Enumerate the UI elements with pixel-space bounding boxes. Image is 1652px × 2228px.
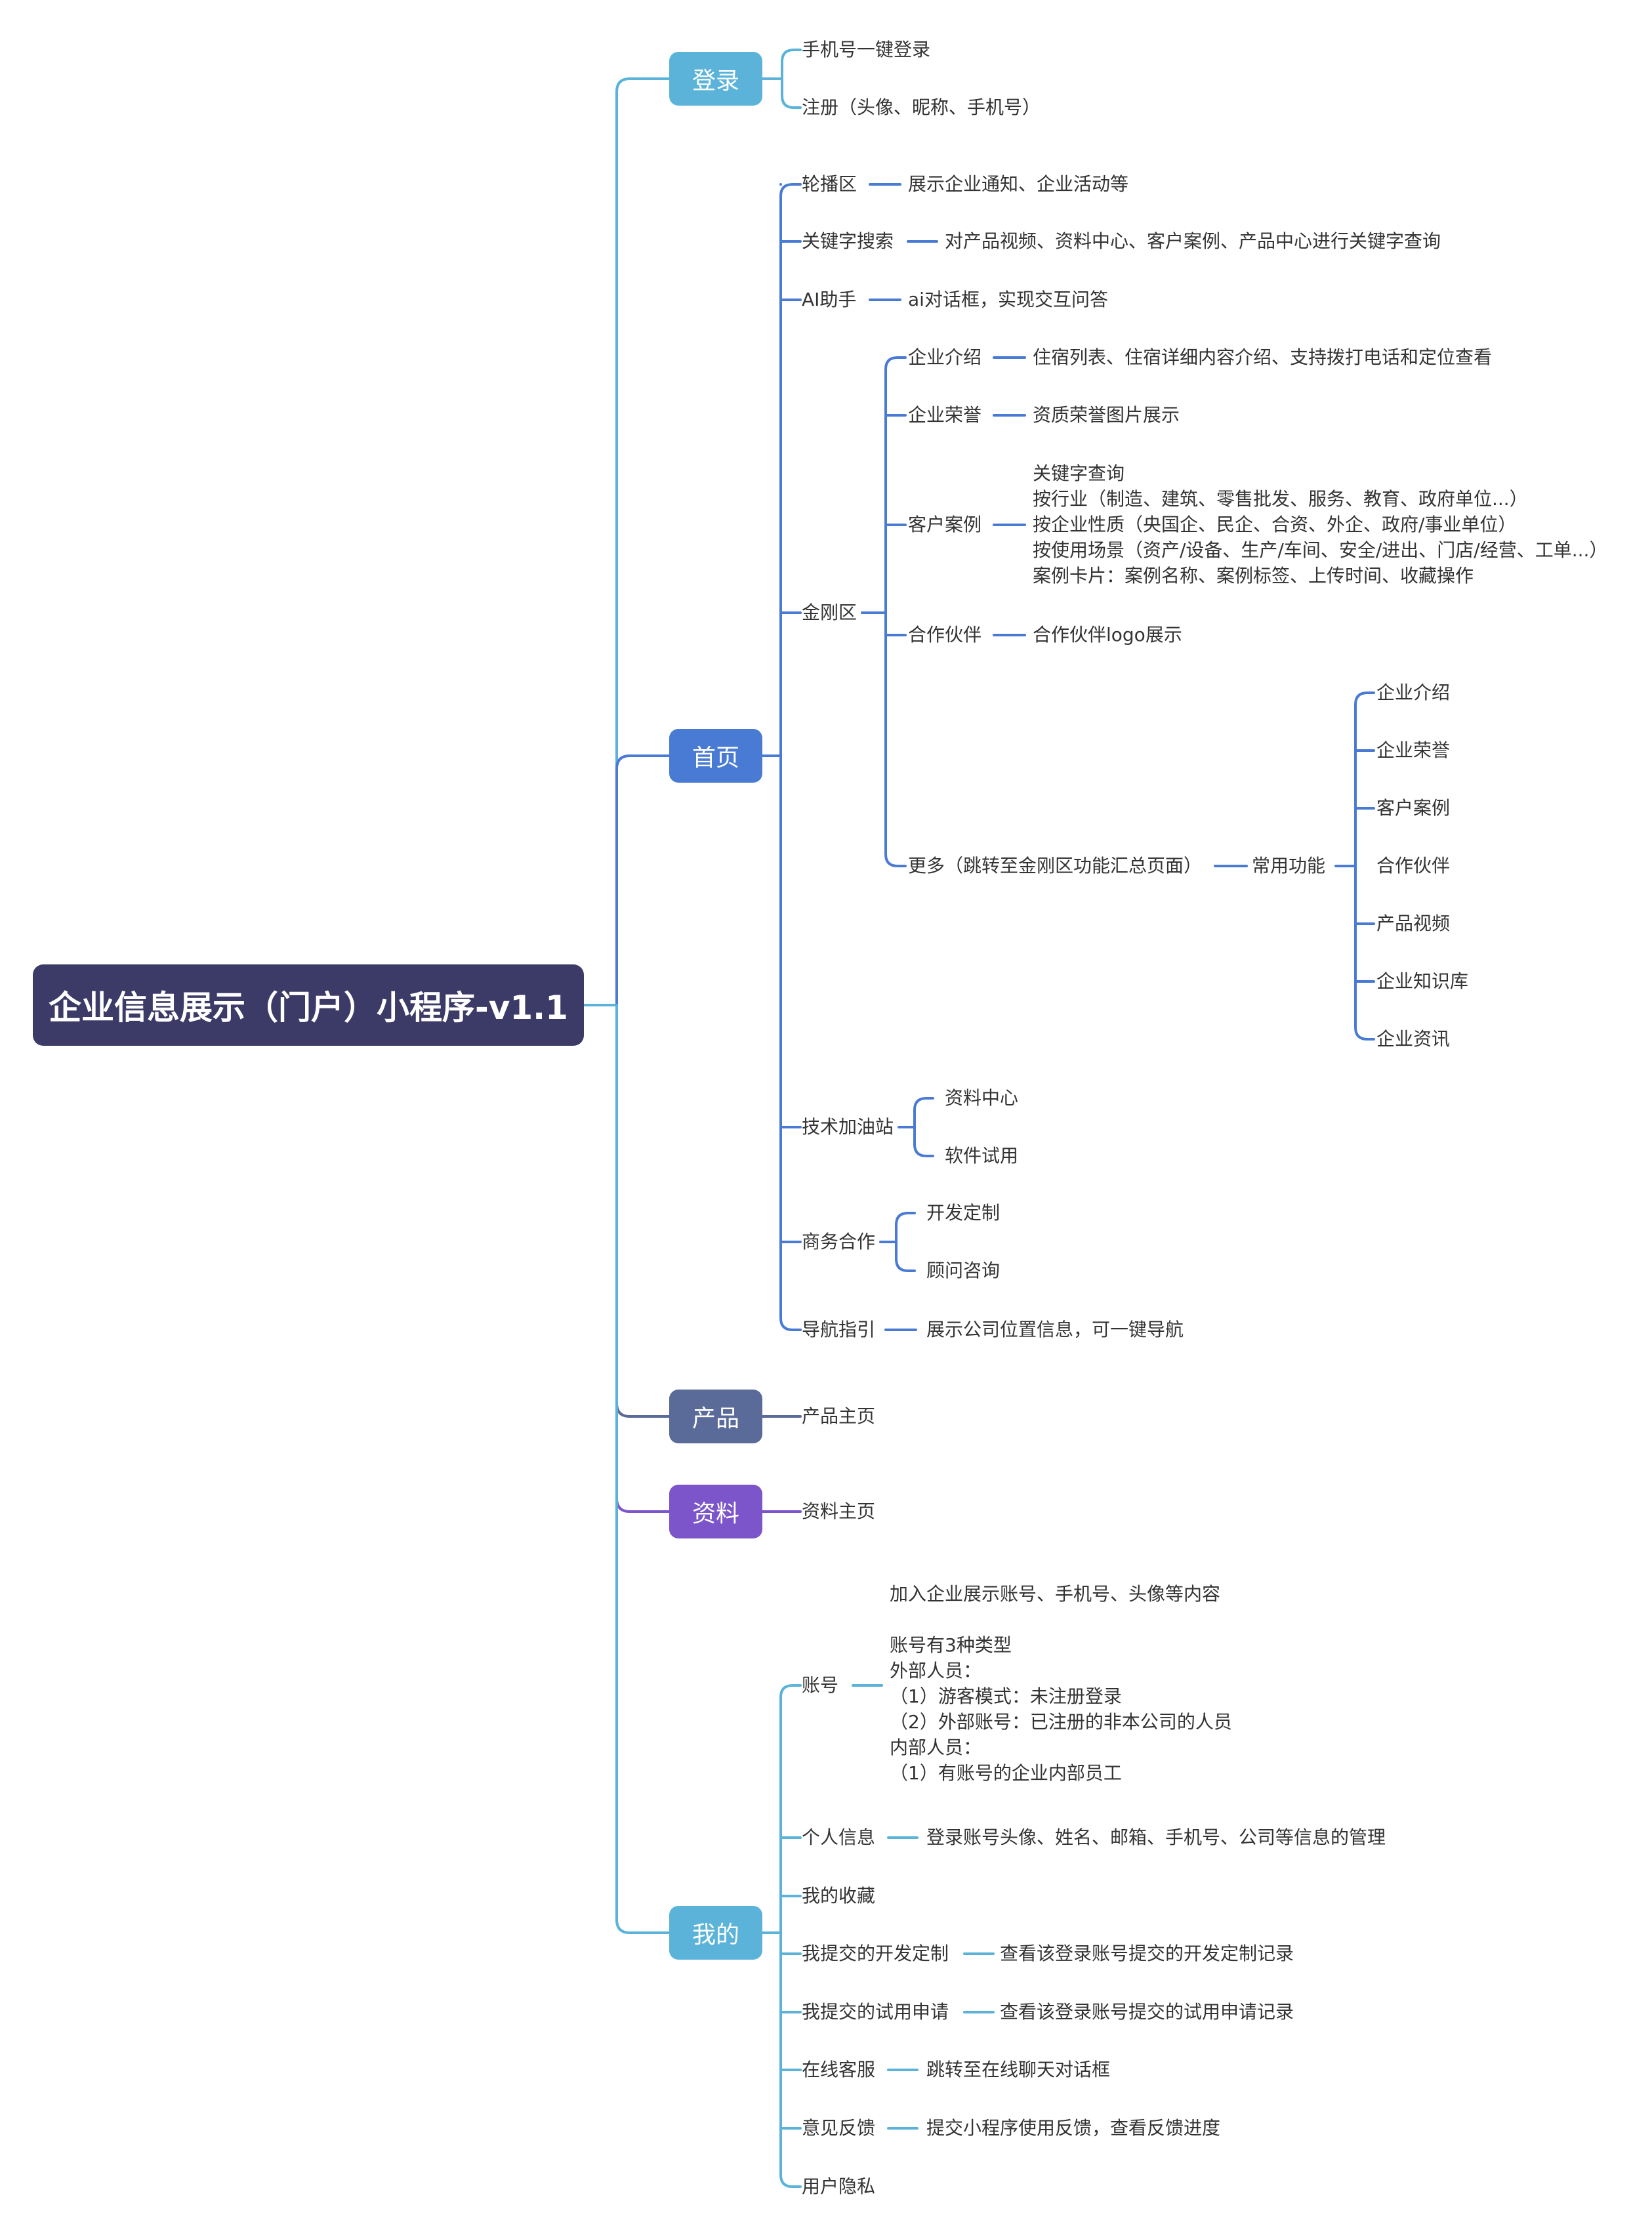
node-common-item: 客户案例 [1376, 797, 1451, 819]
node-materials-main: 资料主页 [802, 1500, 876, 1522]
node-product-main: 产品主页 [802, 1405, 876, 1427]
branch-mine: 我的 [669, 1906, 762, 1960]
node-ai-desc: ai对话框，实现交互问答 [908, 289, 1108, 310]
node-common-item: 企业荣誉 [1376, 739, 1451, 761]
node-partners: 合作伙伴 [908, 624, 982, 646]
node-privacy: 用户隐私 [802, 2176, 876, 2197]
node-carousel: 轮播区 [802, 173, 857, 195]
node-carousel-desc: 展示企业通知、企业活动等 [908, 173, 1129, 195]
node-common-item: 产品视频 [1376, 913, 1451, 934]
node-intro: 企业介绍 [908, 346, 982, 368]
node-account-desc: 加入企业展示账号、手机号、头像等内容 账号有3种类型 外部人员： （1）游客模式… [890, 1583, 1232, 1784]
node-profile: 个人信息 [802, 1826, 876, 1848]
node-common-item: 合作伙伴 [1376, 855, 1451, 877]
node-intro-desc: 住宿列表、住宿详细内容介绍、支持拨打电话和定位查看 [1033, 346, 1493, 368]
node-honor: 企业荣誉 [908, 404, 982, 426]
branch-login: 登录 [669, 52, 762, 106]
node-nav-desc: 展示公司位置信息，可一键导航 [926, 1319, 1184, 1340]
branch-product: 产品 [669, 1390, 762, 1443]
node-service: 在线客服 [802, 2059, 876, 2080]
node-cases: 客户案例 [908, 514, 982, 535]
node-cases-desc: 关键字查询 按行业（制造、建筑、零售批发、服务、教育、政府单位...） 按企业性… [1033, 463, 1608, 587]
node-tech-item: 软件试用 [945, 1145, 1019, 1166]
node-kingkong: 金刚区 [802, 602, 857, 623]
node-login-phone: 手机号一键登录 [802, 39, 931, 60]
node-common: 常用功能 [1252, 855, 1326, 877]
node-search: 关键字搜索 [802, 230, 894, 252]
node-feedback-desc: 提交小程序使用反馈，查看反馈进度 [926, 2117, 1221, 2139]
node-tech: 技术加油站 [802, 1116, 894, 1138]
node-common-item: 企业知识库 [1376, 970, 1469, 992]
branch-materials: 资料 [669, 1485, 762, 1538]
node-common-item: 企业资讯 [1376, 1028, 1451, 1050]
branch-home: 首页 [669, 729, 762, 783]
node-partners-desc: 合作伙伴logo展示 [1033, 624, 1182, 646]
node-favorites: 我的收藏 [802, 1885, 876, 1907]
node-biz-item: 开发定制 [926, 1202, 1001, 1224]
node-honor-desc: 资质荣誉图片展示 [1033, 404, 1180, 426]
root-node: 企业信息展示（门户）小程序-v1.1 [33, 964, 584, 1046]
node-service-desc: 跳转至在线聊天对话框 [926, 2059, 1111, 2080]
node-more: 更多（跳转至金刚区功能汇总页面） [908, 855, 1203, 877]
node-common-item: 企业介绍 [1376, 682, 1451, 703]
node-dev-desc: 查看该登录账号提交的开发定制记录 [1000, 1943, 1294, 1964]
node-search-desc: 对产品视频、资料中心、客户案例、产品中心进行关键字查询 [945, 230, 1441, 252]
node-biz: 商务合作 [802, 1231, 876, 1252]
node-trial: 我提交的试用申请 [802, 2001, 949, 2023]
node-nav: 导航指引 [802, 1319, 876, 1340]
node-account: 账号 [802, 1674, 839, 1696]
node-profile-desc: 登录账号头像、姓名、邮箱、手机号、公司等信息的管理 [926, 1826, 1386, 1848]
node-tech-item: 资料中心 [945, 1087, 1019, 1109]
node-dev: 我提交的开发定制 [802, 1943, 949, 1964]
node-biz-item: 顾问咨询 [926, 1260, 1001, 1281]
node-trial-desc: 查看该登录账号提交的试用申请记录 [1000, 2001, 1294, 2023]
node-login-register: 注册（头像、昵称、手机号） [802, 96, 1041, 118]
node-ai: AI助手 [802, 289, 857, 310]
node-feedback: 意见反馈 [802, 2117, 876, 2139]
